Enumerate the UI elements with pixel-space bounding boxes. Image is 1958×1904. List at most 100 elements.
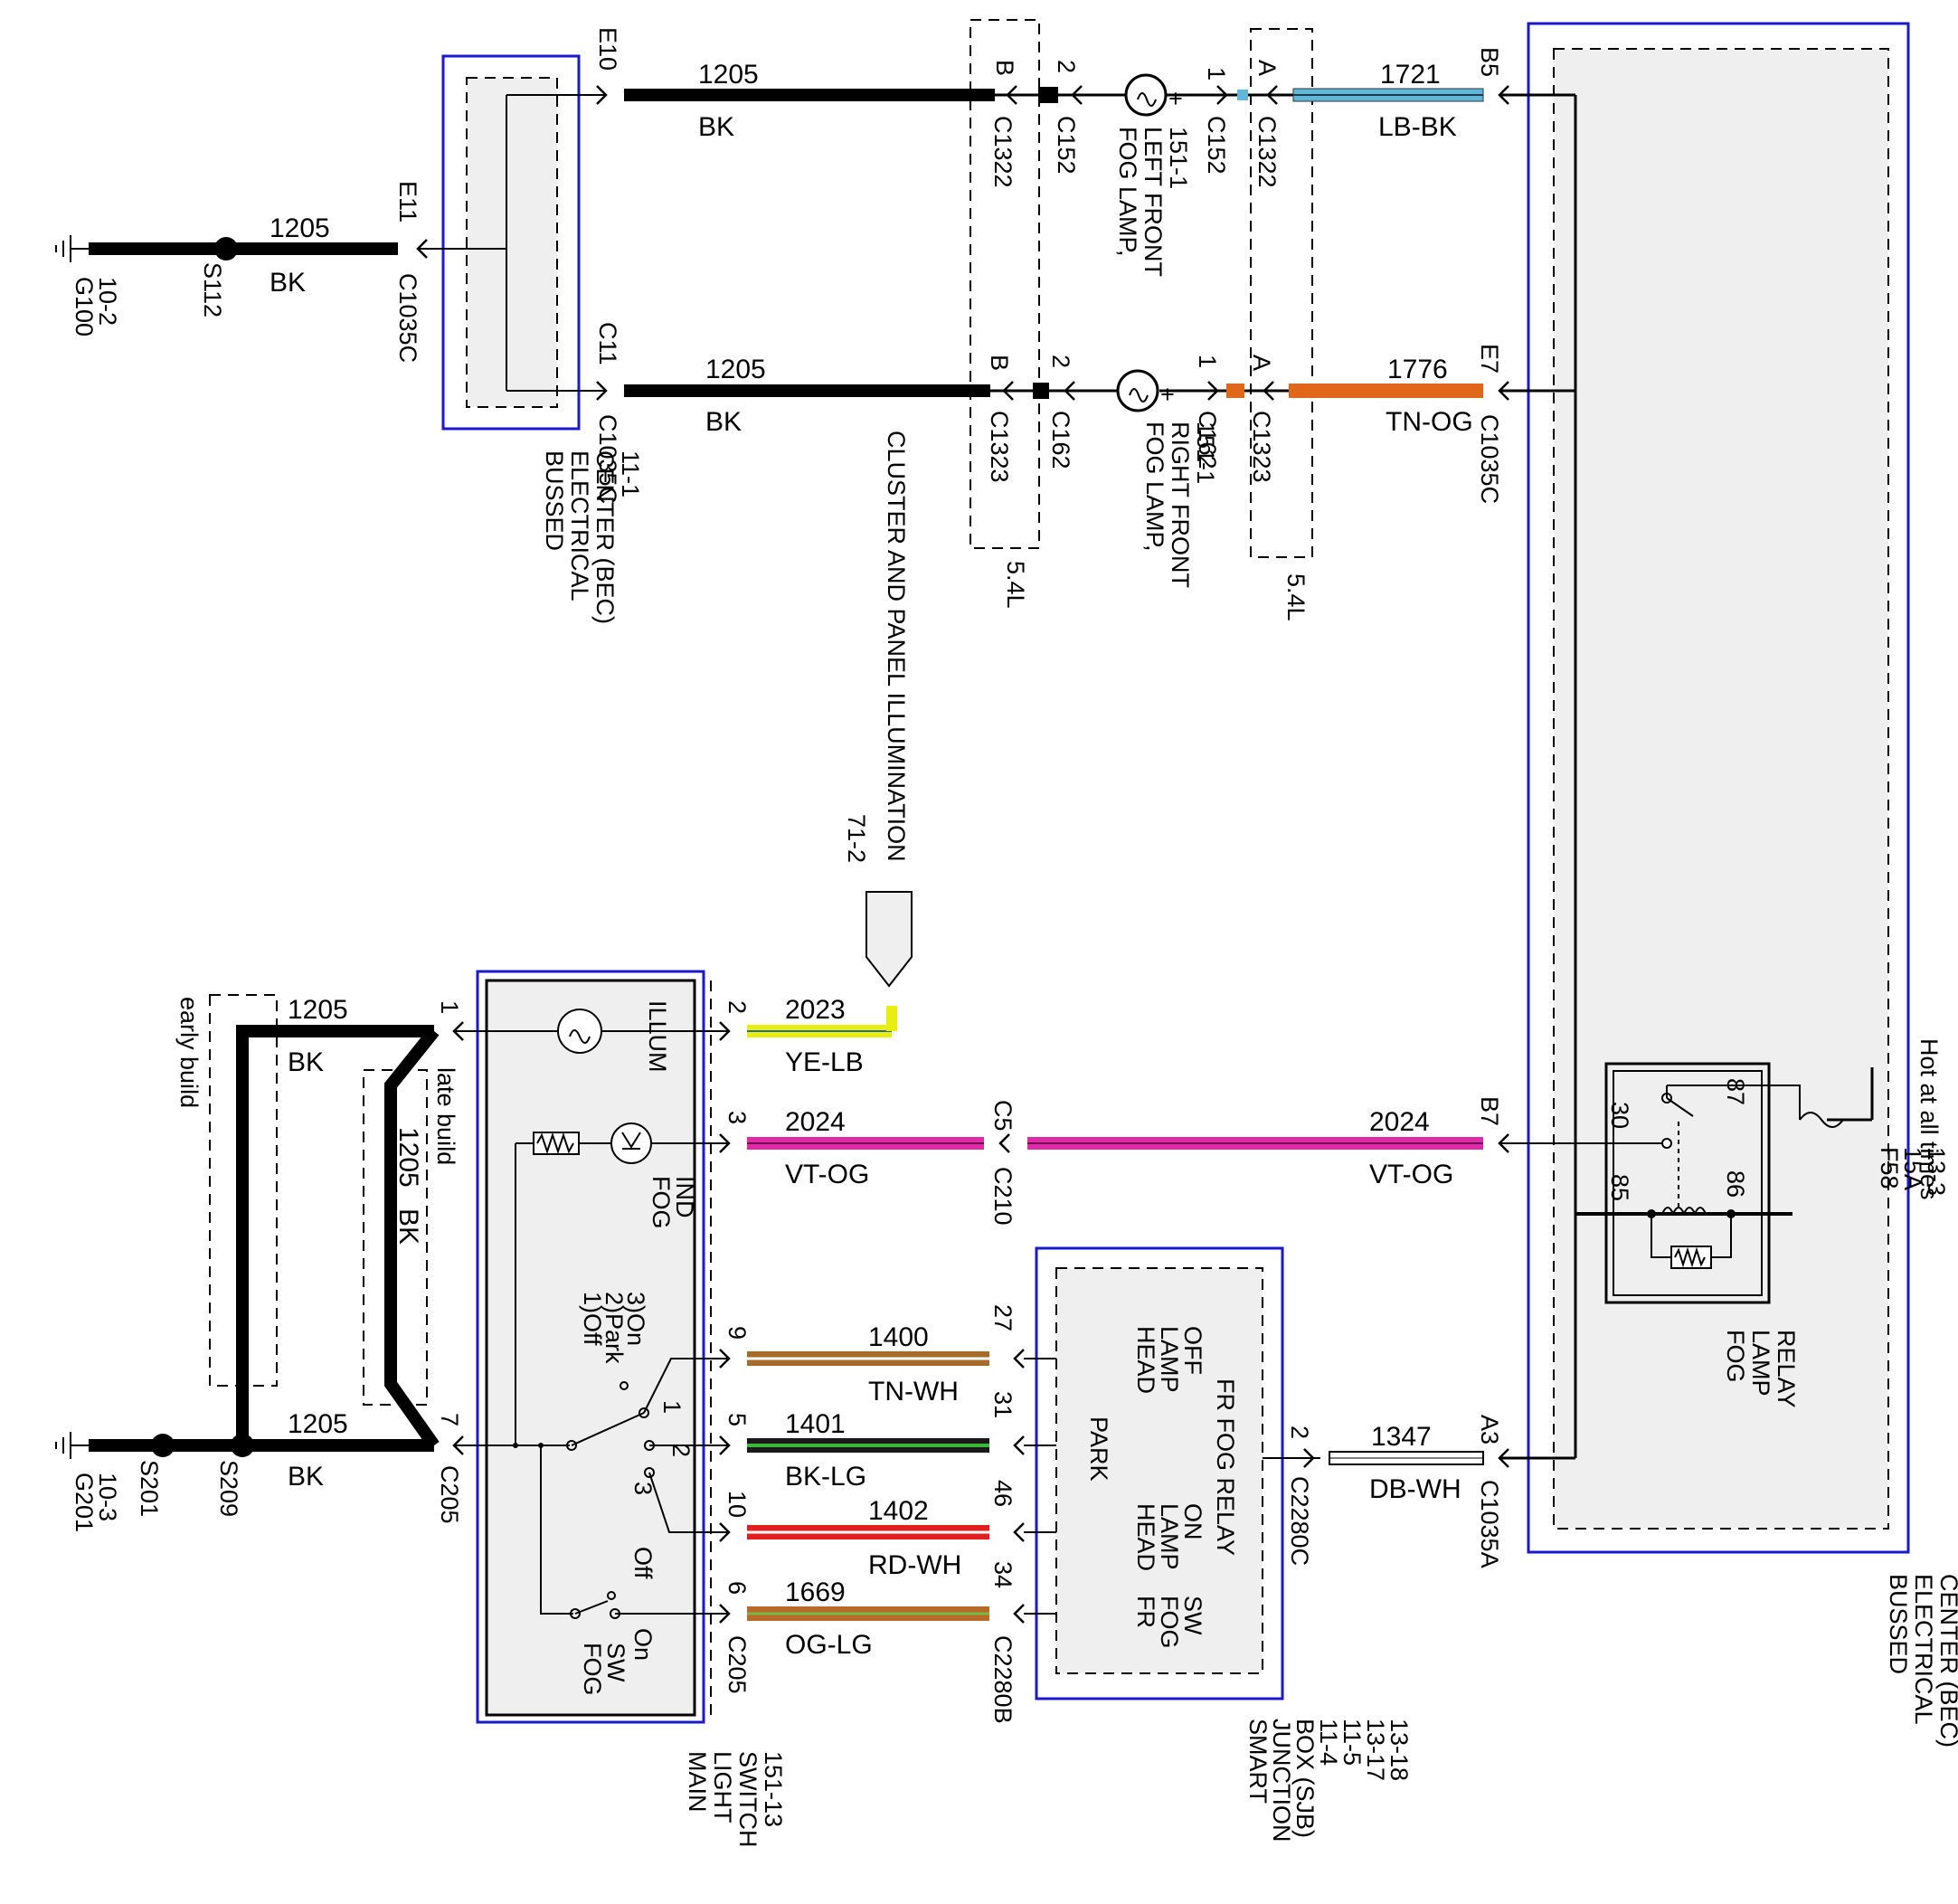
pin-label: 10 (724, 1491, 751, 1518)
wire-circuit: 1669 (785, 1577, 846, 1607)
fuse-f58 (1799, 1112, 1872, 1128)
ground-label: 10-2 (94, 277, 121, 326)
switch-position: 1)Off (579, 1292, 606, 1346)
component-label: 151-1 (1165, 127, 1192, 189)
splice-s112 (214, 237, 238, 260)
component-label: BUSSED (1885, 1574, 1912, 1674)
connector-id: C210 (989, 1167, 1017, 1226)
engine-label: 5.4L (1282, 573, 1310, 621)
sjb-internal-label: FR (1132, 1596, 1159, 1628)
fog-switch-off: Off (629, 1547, 657, 1579)
connector-id: C1035C (1476, 414, 1503, 504)
pin-label: 1 (436, 1000, 463, 1014)
pin-label: 2 (1047, 355, 1074, 368)
connector-id: C205 (436, 1465, 463, 1524)
engine-5-4l-box-a (1250, 28, 1313, 558)
wire-color: BK (288, 1462, 324, 1492)
connector-id: C205 (724, 1635, 751, 1694)
wire-color: RD-WH (868, 1550, 961, 1580)
component-label: CENTER (BEC) (1935, 1574, 1958, 1748)
pin-label: 3 (724, 1111, 751, 1124)
component-label: LEFT FRONT (1140, 127, 1167, 277)
ground-label: G100 (71, 277, 98, 336)
splice-s201 (151, 1434, 175, 1457)
wire-circuit: 1402 (868, 1496, 929, 1526)
component-label: 11-4 (1315, 1719, 1342, 1766)
connector-id: C1322 (989, 116, 1017, 188)
wire-circuit: 2023 (785, 995, 846, 1025)
wire-circuit: 1205 (288, 1409, 348, 1439)
illum-bulb-icon (557, 1009, 602, 1054)
connector-id: B7 (1476, 1096, 1503, 1126)
component-label: 11-1 (617, 450, 644, 497)
wire-circuit: 1205 (705, 355, 766, 384)
connector-id: C162 (1047, 411, 1074, 469)
rotated-labels: E10 E11 C1035C C11 C1035C B C1322 2 C152… (71, 27, 1958, 1847)
ground-label: G201 (71, 1473, 98, 1532)
component-label: 13-18 (1386, 1719, 1413, 1781)
component-label: RELAY (1773, 1330, 1800, 1408)
connector-id: C1323 (986, 411, 1013, 483)
late-build-label: late build (432, 1067, 459, 1165)
switch-position: 2)Park (601, 1292, 628, 1364)
component-label: ELECTRICAL (1910, 1574, 1937, 1725)
wires (89, 87, 1874, 1621)
component-label: FOG LAMP, (1141, 422, 1168, 552)
sjb-internal-label: HEAD (1132, 1326, 1159, 1394)
wire-color: BK (393, 1208, 423, 1245)
wire-color: LB-BK (1378, 112, 1457, 142)
switch-contact-label: 3 (629, 1482, 657, 1495)
sjb-internal-label: HEAD (1132, 1503, 1159, 1571)
splice-label: S112 (199, 262, 226, 317)
component-label: BUSSED (541, 450, 568, 551)
component-label: 151-1 (1192, 422, 1219, 484)
wire-color: TN-WH (868, 1377, 959, 1407)
wire-circuit: 1205 (288, 995, 348, 1025)
fog-lamp-left-front: + (1124, 73, 1183, 117)
pin-label: A (1248, 355, 1275, 371)
connector-id: C2280B (989, 1635, 1017, 1724)
component-label: 11-5 (1338, 1719, 1366, 1766)
pin-label: 27 (989, 1304, 1017, 1331)
fog-relay-internals (1575, 1085, 1801, 1269)
connector-id: C162 (1194, 411, 1221, 469)
illum-label: ILLUM (644, 1000, 671, 1073)
connector-id: E7 (1476, 344, 1503, 374)
connector-id: E10 (594, 27, 621, 71)
fog-switch-label: SW (602, 1643, 629, 1682)
connector-id: A3 (1476, 1415, 1503, 1445)
component-label: LIGHT (709, 1751, 736, 1823)
wire-color: OG-LG (785, 1630, 873, 1660)
connector-id: C5 (989, 1100, 1017, 1132)
connector-id: C1035C (394, 273, 421, 363)
bec-right-box (1527, 22, 1910, 1554)
component-label: FOG LAMP, (1114, 127, 1141, 257)
connector-id: C152 (1203, 116, 1230, 175)
wire-circuit: 1205 (393, 1127, 423, 1188)
fog-indicator-led-icon (610, 1123, 652, 1164)
splice-label: S201 (136, 1460, 163, 1517)
fog-lamp-bulb-icon (1116, 369, 1159, 412)
component-label: JUNCTION (1268, 1719, 1295, 1842)
component-label: LAMP (1747, 1330, 1774, 1397)
pin-label: 6 (724, 1581, 751, 1595)
ground-g100 (55, 235, 89, 262)
wire-circuit: 1205 (270, 213, 330, 243)
main-switch-internals (454, 1009, 727, 1619)
fog-switch-on: On (629, 1628, 657, 1661)
connector-id: C1035C (594, 414, 621, 504)
fog-ind-label: IND (671, 1176, 698, 1218)
relay-pin: 87 (1722, 1078, 1749, 1105)
wire-color: VT-OG (1369, 1160, 1453, 1189)
fog-lamp-relay-box (1604, 1062, 1771, 1304)
wire-color: BK-LG (785, 1462, 866, 1492)
pin-label: 5 (724, 1413, 751, 1426)
svg-text:+: + (1168, 85, 1183, 112)
relay-pin: 85 (1606, 1174, 1633, 1201)
cluster-panel-label: CLUSTER AND PANEL ILLUMINATION (883, 431, 910, 862)
cluster-panel-connector (865, 891, 913, 988)
wire-circuit: 1347 (1371, 1422, 1432, 1452)
wire-color: TN-OG (1386, 407, 1473, 437)
engine-5-4l-box-b (970, 19, 1040, 549)
pin-label: B (991, 60, 1018, 76)
